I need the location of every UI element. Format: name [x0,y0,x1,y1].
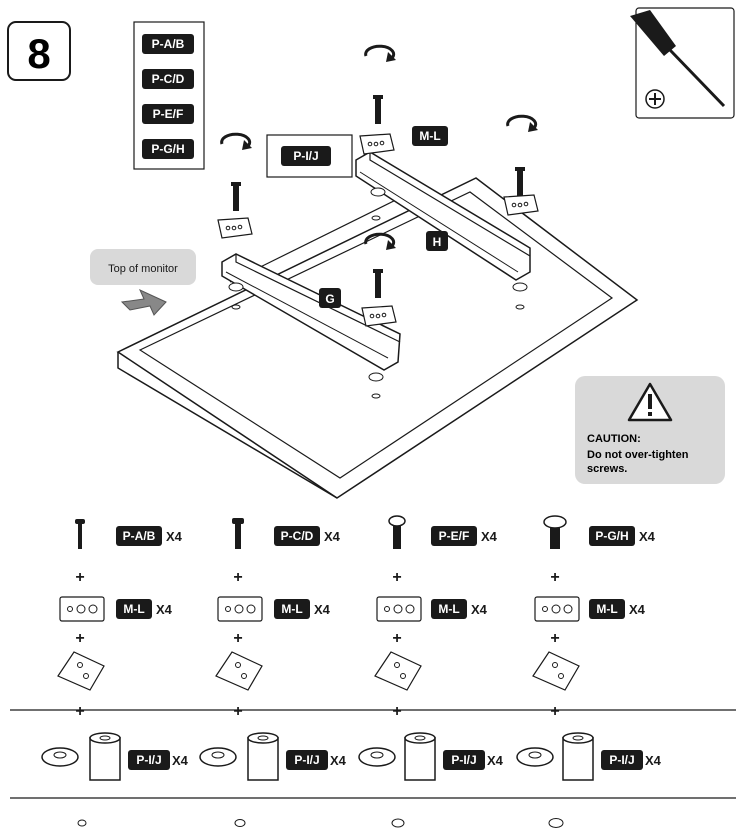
parts-spacer-label: P-I/J [136,753,161,767]
callout-pef: P-E/F [153,107,184,121]
screw-icon [543,515,567,549]
top-of-monitor-label: Top of monitor [90,249,196,285]
parts-screw-label: P-E/F [439,529,470,543]
bracket-h-label: H [433,235,442,249]
spacer-sleeve-icon [247,732,279,781]
parts-washer-label: M-L [281,602,302,616]
spacer-ring-icon [516,747,554,767]
caution-line2: screws. [587,463,627,475]
parts-screw-qty: X4 [639,529,656,544]
parts-screw-qty: X4 [324,529,341,544]
caution-line1: Do not over-tighten [587,449,689,461]
bracket-g-label: G [325,292,334,306]
clip-icon [374,651,422,691]
top-of-monitor-text: Top of monitor [108,263,178,275]
bracket-h: H [355,151,531,281]
parts-spacer-qty: X4 [330,753,347,768]
plus-sign: + [550,703,559,720]
spacer-sleeve-icon [89,732,121,781]
callout-pij: P-I/J [293,149,318,163]
hole-size-icon [77,819,87,827]
parts-spacer-label: P-I/J [294,753,319,767]
spacer-ring-icon [199,747,237,767]
hole-size-icon [234,819,246,827]
parts-screw-qty: X4 [481,529,498,544]
parts-spacer-label: P-I/J [609,753,634,767]
clip-icon [532,651,580,691]
plus-sign: + [75,569,84,586]
plus-sign: + [550,630,559,647]
bracket-g: G [221,253,401,371]
warning-icon [627,382,673,422]
step-number: 8 [27,30,50,77]
washer-plate-icon [534,596,580,622]
parts-column-4: P-G/H X4 + M-L X4 + + P-I/J X4 [516,515,662,828]
parts-spacer-qty: X4 [172,753,189,768]
callout-pcd: P-C/D [152,72,185,86]
spacer-callout-box: P-I/J [266,134,353,178]
parts-screw-qty: X4 [166,529,183,544]
plus-sign: + [233,630,242,647]
phillips-icon [645,89,665,109]
parts-washer-qty: X4 [471,602,488,617]
spacer-sleeve-icon [404,732,436,781]
plus-sign: + [233,703,242,720]
parts-washer-qty: X4 [314,602,331,617]
spacer-ring-icon [358,747,396,767]
washer-plate-icon [376,596,422,622]
caution-box: CAUTION: Do not over-tighten screws. [575,376,725,484]
parts-washer-label: M-L [123,602,144,616]
callout-pab: P-A/B [152,37,185,51]
plus-sign: + [75,630,84,647]
step-number-box: 8 [7,21,71,81]
parts-column-3: P-E/F X4 + M-L X4 + + P-I/J X4 [358,515,504,828]
parts-washer-qty: X4 [156,602,173,617]
screwdriver-box [630,7,735,119]
caution-title: CAUTION: [587,433,641,445]
parts-washer-label: M-L [438,602,459,616]
washer-plate-icon [217,596,263,622]
hole-size-icon [548,818,564,828]
parts-washer-qty: X4 [629,602,646,617]
parts-screw-label: P-A/B [123,529,156,543]
parts-column-2: P-C/D X4 + M-L X4 + + P-I/J X4 [199,518,347,827]
screw-callout-list: P-A/B P-C/D P-E/F P-G/H [133,21,205,170]
parts-column-1: P-A/B X4 + M-L X4 + + P-I/J X4 [41,519,189,827]
parts-screw-label: P-C/D [281,529,314,543]
direction-arrow-icon [120,288,167,316]
clip-icon [57,651,105,691]
spacer-sleeve-icon [562,732,594,781]
callout-ml: M-L [419,129,440,143]
screw-icon [388,515,406,549]
hole-size-icon [391,818,405,828]
spacer-ring-icon [41,747,79,767]
plus-sign: + [392,569,401,586]
plus-sign: + [392,630,401,647]
parts-spacer-qty: X4 [645,753,662,768]
screwdriver-icon [630,10,726,108]
screw-icon [75,519,85,549]
screw-icon [232,518,244,549]
clip-icon [215,651,263,691]
parts-screw-label: P-G/H [595,529,628,543]
spacer-icon [228,187,528,399]
plus-sign: + [550,569,559,586]
parts-washer-label: M-L [596,602,617,616]
plus-sign: + [392,703,401,720]
plus-sign: + [233,569,242,586]
washer-plate-icon [59,596,105,622]
parts-spacer-label: P-I/J [451,753,476,767]
parts-spacer-qty: X4 [487,753,504,768]
plus-sign: + [75,703,84,720]
callout-pgh: P-G/H [151,142,184,156]
